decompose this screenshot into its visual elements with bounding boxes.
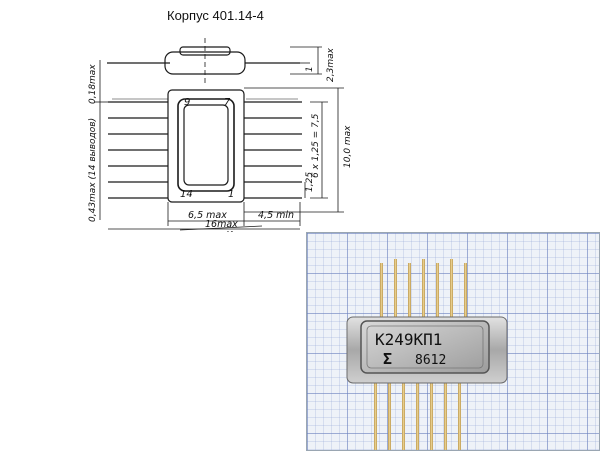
top-view	[94, 60, 344, 231]
key-label: Ключ	[226, 230, 253, 232]
lead-thickness-label: 0,18max	[88, 64, 98, 104]
lead-pitch-label: 1,25	[305, 172, 315, 192]
top-leads	[380, 259, 467, 327]
chip-logo: Σ	[383, 350, 392, 368]
package-title: Корпус 401.14-4	[167, 8, 264, 23]
pin-14-label: 14	[180, 189, 193, 200]
chip-lid	[360, 320, 490, 374]
package-drawing: 2,3max 1	[88, 38, 353, 232]
pin-7-label: 7	[224, 97, 231, 108]
bottom-leads	[374, 378, 461, 450]
one-label: 1	[305, 66, 315, 72]
pin-9-label: 9	[184, 97, 190, 108]
chip-date-code: 8612	[415, 353, 446, 368]
chip-part-number: К249КП1	[375, 330, 442, 349]
lead-width-label: 0,43max (14 выводов)	[88, 118, 98, 222]
pitch-label: 6 x 1,25 = 7,5	[311, 113, 321, 178]
total-width-label: 16max	[205, 219, 238, 230]
body-width-label: 6,5 max	[188, 210, 227, 221]
length-max-label: 10,0 max	[343, 125, 353, 168]
chip-photo: К249КП1 Σ 8612	[306, 232, 600, 451]
height-max-label: 2,3max	[326, 47, 336, 82]
side-view	[107, 38, 322, 85]
lead-length-label: 4,5 min	[258, 210, 294, 221]
chip-photo-drawing: К249КП1 Σ 8612	[346, 259, 508, 450]
pin-1-label: 1	[228, 189, 234, 200]
